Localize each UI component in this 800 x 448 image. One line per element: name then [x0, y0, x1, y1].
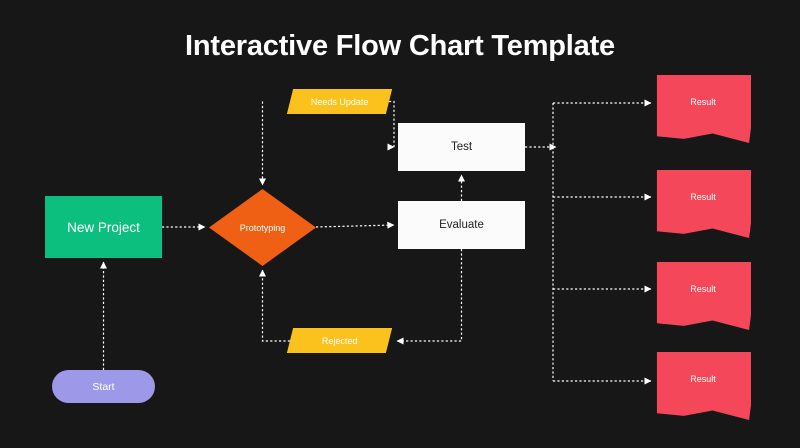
- connector-rejected-to-prototyping: [258, 269, 290, 342]
- node-result-3[interactable]: Result: [655, 262, 751, 330]
- node-result-1[interactable]: Result: [655, 75, 751, 143]
- node-test-label: Test: [450, 141, 473, 153]
- diamond-shape: [209, 189, 316, 266]
- node-result-2[interactable]: Result: [655, 170, 751, 238]
- document-shape: [656, 262, 751, 330]
- node-new-project[interactable]: New Project: [45, 196, 162, 258]
- node-result-3-label: Result: [690, 284, 716, 294]
- node-result-4-label: Result: [690, 374, 716, 384]
- node-evaluate-label: Evaluate: [439, 219, 484, 231]
- node-result-4[interactable]: Result: [655, 352, 751, 420]
- node-rejected-label: Rejected: [321, 335, 358, 346]
- connector-prototyping-to-evaluate: [315, 221, 395, 229]
- node-needs-update[interactable]: Needs Update: [286, 89, 393, 114]
- node-test[interactable]: Test: [398, 123, 525, 171]
- node-prototyping[interactable]: Prototyping: [209, 189, 316, 266]
- node-needs-update-label: Needs Update: [310, 96, 369, 107]
- node-result-1-label: Result: [690, 97, 716, 107]
- page-title: Interactive Flow Chart Template: [185, 30, 615, 62]
- node-result-2-label: Result: [690, 192, 716, 202]
- node-start[interactable]: Start: [52, 370, 155, 403]
- node-rejected[interactable]: Rejected: [286, 328, 393, 353]
- connector-needs-update-to-test: [389, 100, 398, 148]
- node-start-label: Start: [92, 380, 115, 393]
- document-shape: [656, 75, 751, 143]
- node-evaluate[interactable]: Evaluate: [398, 201, 525, 249]
- document-shape: [656, 170, 751, 238]
- document-shape: [656, 352, 751, 420]
- node-new-project-label: New Project: [67, 219, 140, 235]
- connector-evaluate-to-rejected: [396, 249, 463, 345]
